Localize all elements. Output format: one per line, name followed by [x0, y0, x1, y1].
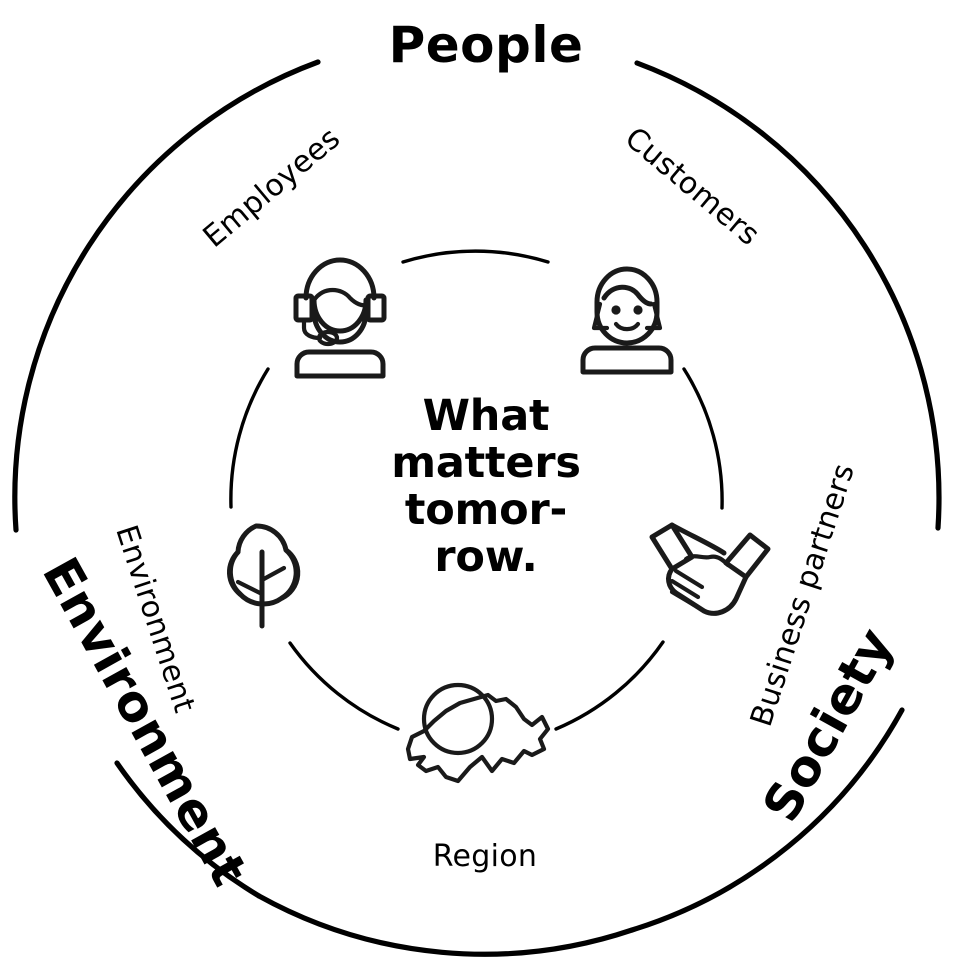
inner-ring-arcs — [229, 249, 724, 731]
tree-icon — [226, 523, 301, 629]
outer-label-people: People — [389, 16, 584, 74]
inner-arc-lower-right — [554, 640, 665, 731]
inner-label-employees: Employees — [197, 121, 347, 255]
inner-arc-upper-right — [682, 367, 724, 510]
outer-arc-bottom — [256, 893, 635, 957]
inner-label-region: Region — [433, 839, 538, 874]
inner-arc-upper-left — [229, 367, 270, 509]
smiling-person-icon — [580, 266, 674, 375]
inner-label-customers: Customers — [618, 121, 766, 253]
switzerland-map-icon — [405, 682, 551, 784]
inner-arc-top — [401, 249, 550, 264]
center-line-1: What — [423, 391, 550, 441]
headset-person-icon — [293, 257, 387, 379]
center-line-2: matters — [391, 438, 581, 488]
outer-arc-top-right — [634, 60, 942, 531]
center-line-3: tomor- — [405, 485, 567, 535]
inner-arc-lower-left — [288, 641, 400, 731]
outer-arc-bottom-left — [114, 760, 262, 899]
center-text-block: What matters tomor- row. — [391, 391, 581, 582]
outer-arc-top-left — [12, 59, 321, 533]
outer-ring-arcs — [12, 59, 942, 957]
outer-arc-bottom-right — [629, 707, 905, 933]
center-line-4: row. — [434, 532, 537, 582]
handshake-icon — [649, 522, 771, 616]
